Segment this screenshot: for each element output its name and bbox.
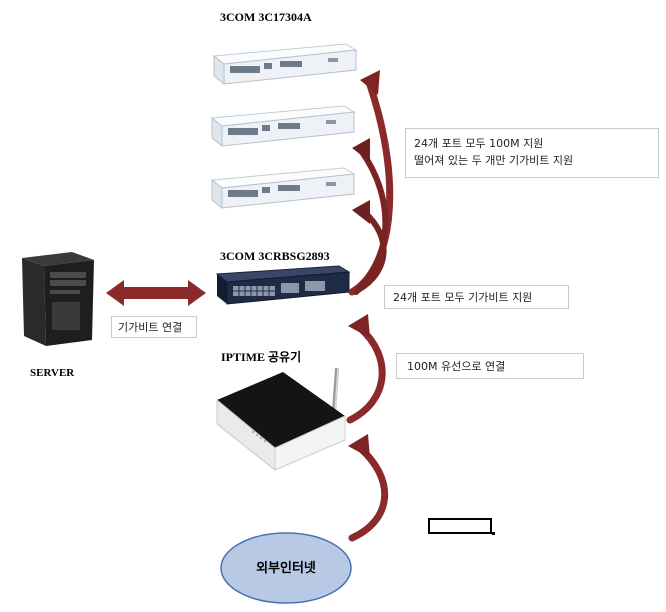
note-gigabit-switch: 24개 포트 모두 기가비트 지원 bbox=[384, 285, 569, 309]
link-label-box: 기가비트 연결 bbox=[111, 316, 197, 338]
server-icon bbox=[22, 252, 94, 346]
link-label-text: 기가비트 연결 bbox=[118, 321, 183, 334]
note-router-link: 100M 유선으로 연결 bbox=[396, 353, 584, 379]
note-gigabit-text: 24개 포트 모두 기가비트 지원 bbox=[393, 291, 533, 304]
note-router-text: 100M 유선으로 연결 bbox=[407, 360, 506, 373]
router-icon bbox=[216, 367, 346, 472]
internet-cloud-icon bbox=[220, 532, 352, 604]
switch-3-icon bbox=[210, 167, 356, 210]
gigabit-switch-icon bbox=[215, 265, 351, 305]
bidirectional-arrow-icon bbox=[106, 280, 206, 306]
switch-gigabit-label: 3COM 3CRBSG2893 bbox=[220, 249, 330, 263]
router-label: IPTIME 공유기 bbox=[221, 350, 302, 364]
note-top-line1: 24개 포트 모두 100M 지원 bbox=[414, 137, 544, 150]
switch-1-icon bbox=[212, 43, 358, 86]
note-top-switches: 24개 포트 모두 100M 지원 떨어져 있는 두 개만 기가비트 지원 bbox=[405, 128, 659, 178]
server-label: SERVER bbox=[30, 367, 75, 379]
empty-box bbox=[428, 518, 495, 535]
switch-top-label: 3COM 3C17304A bbox=[220, 10, 312, 24]
internet-label: 외부인터넷 bbox=[256, 561, 316, 576]
switch-2-icon bbox=[210, 105, 356, 148]
note-top-line2: 떨어져 있는 두 개만 기가비트 지원 bbox=[414, 154, 574, 167]
uplink-arrows bbox=[346, 70, 394, 542]
